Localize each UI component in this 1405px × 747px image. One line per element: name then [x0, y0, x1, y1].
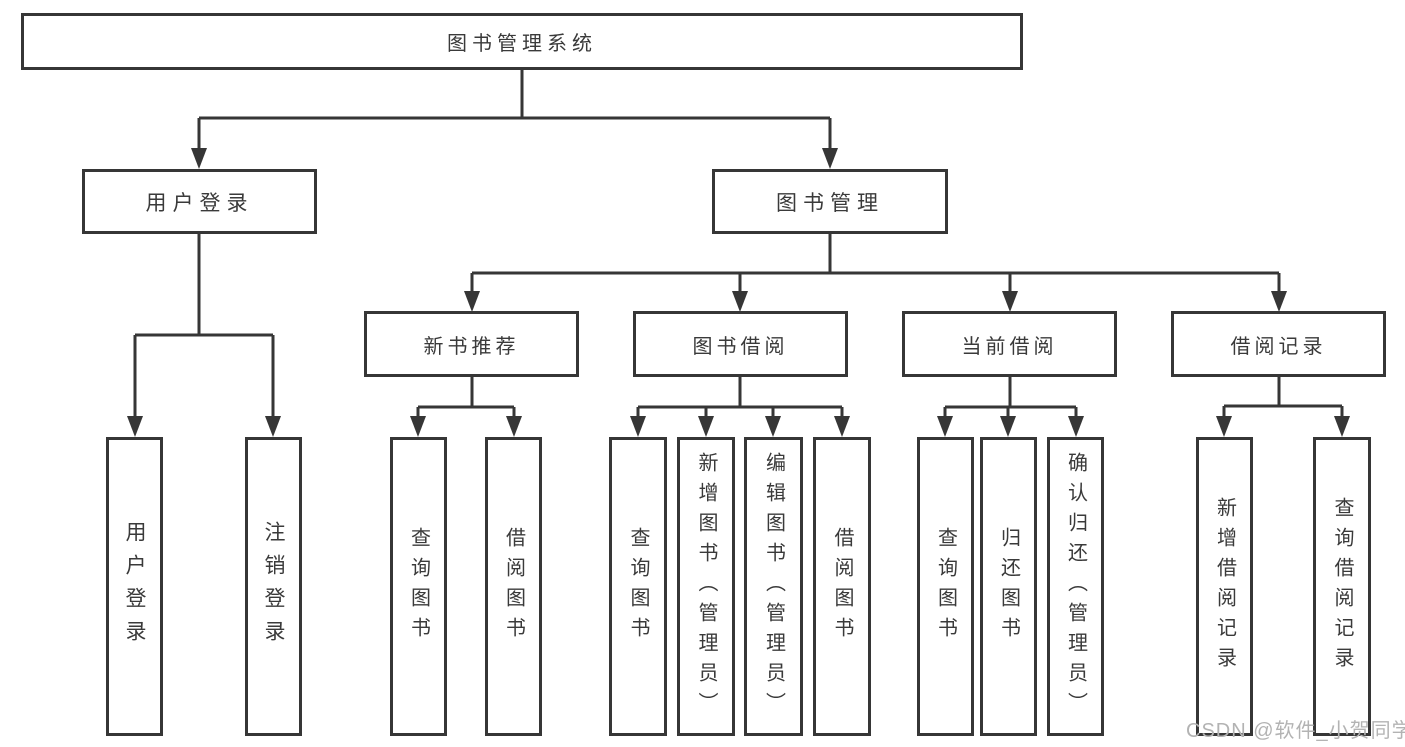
node-book-management-label: 图书管理 [776, 191, 884, 215]
leaf-query-books-2-label: 查询图书 [627, 526, 649, 647]
leaf-add-books-admin-label: 新增图书（管理员） [695, 451, 717, 722]
leaf-borrow-books-1: 借阅图书 [485, 437, 542, 736]
node-user-login: 用户登录 [82, 169, 317, 234]
node-new-book-recommend-label: 新书推荐 [423, 335, 520, 358]
leaf-add-books-admin: 新增图书（管理员） [677, 437, 735, 736]
node-book-borrow: 图书借阅 [633, 311, 848, 377]
node-book-borrow-label: 图书借阅 [692, 335, 789, 358]
leaf-return-books: 归还图书 [980, 437, 1037, 736]
leaf-query-borrow-record: 查询借阅记录 [1313, 437, 1371, 736]
leaf-borrow-books-1-label: 借阅图书 [502, 526, 525, 647]
leaf-edit-books-admin: 编辑图书（管理员） [744, 437, 803, 736]
leaf-add-borrow-record-label: 新增借阅记录 [1213, 496, 1236, 677]
leaf-borrow-books-2: 借阅图书 [813, 437, 871, 736]
csdn-watermark: CSDN @软件_小贺同学 [1186, 720, 1405, 742]
node-root-system: 图书管理系统 [21, 13, 1023, 70]
leaf-edit-books-admin-label: 编辑图书（管理员） [762, 451, 785, 722]
leaf-query-borrow-record-label: 查询借阅记录 [1331, 496, 1353, 677]
node-new-book-recommend: 新书推荐 [364, 311, 579, 377]
leaf-query-books-1-label: 查询图书 [407, 526, 430, 647]
leaf-query-books-3-label: 查询图书 [934, 526, 957, 647]
leaf-query-books-2: 查询图书 [609, 437, 667, 736]
leaf-logout-label: 注销登录 [262, 520, 286, 653]
leaf-logout: 注销登录 [245, 437, 302, 736]
node-current-borrow: 当前借阅 [902, 311, 1117, 377]
leaf-return-books-label: 归还图书 [997, 526, 1020, 647]
leaf-add-borrow-record: 新增借阅记录 [1196, 437, 1253, 736]
arrowheads [127, 148, 1350, 437]
leaf-user-login-label: 用户登录 [123, 520, 147, 653]
node-borrow-records-label: 借阅记录 [1230, 335, 1327, 358]
leaf-user-login: 用户登录 [106, 437, 163, 736]
node-root-label: 图书管理系统 [447, 33, 597, 55]
leaf-borrow-books-2-label: 借阅图书 [831, 526, 853, 647]
node-borrow-records: 借阅记录 [1171, 311, 1386, 377]
node-current-borrow-label: 当前借阅 [961, 335, 1058, 358]
node-book-management: 图书管理 [712, 169, 948, 234]
node-user-login-label: 用户登录 [145, 191, 254, 215]
leaf-confirm-return-admin: 确认归还（管理员） [1047, 437, 1104, 736]
leaf-confirm-return-admin-label: 确认归还（管理员） [1064, 451, 1087, 722]
leaf-query-books-1: 查询图书 [390, 437, 447, 736]
leaf-query-books-3: 查询图书 [917, 437, 974, 736]
